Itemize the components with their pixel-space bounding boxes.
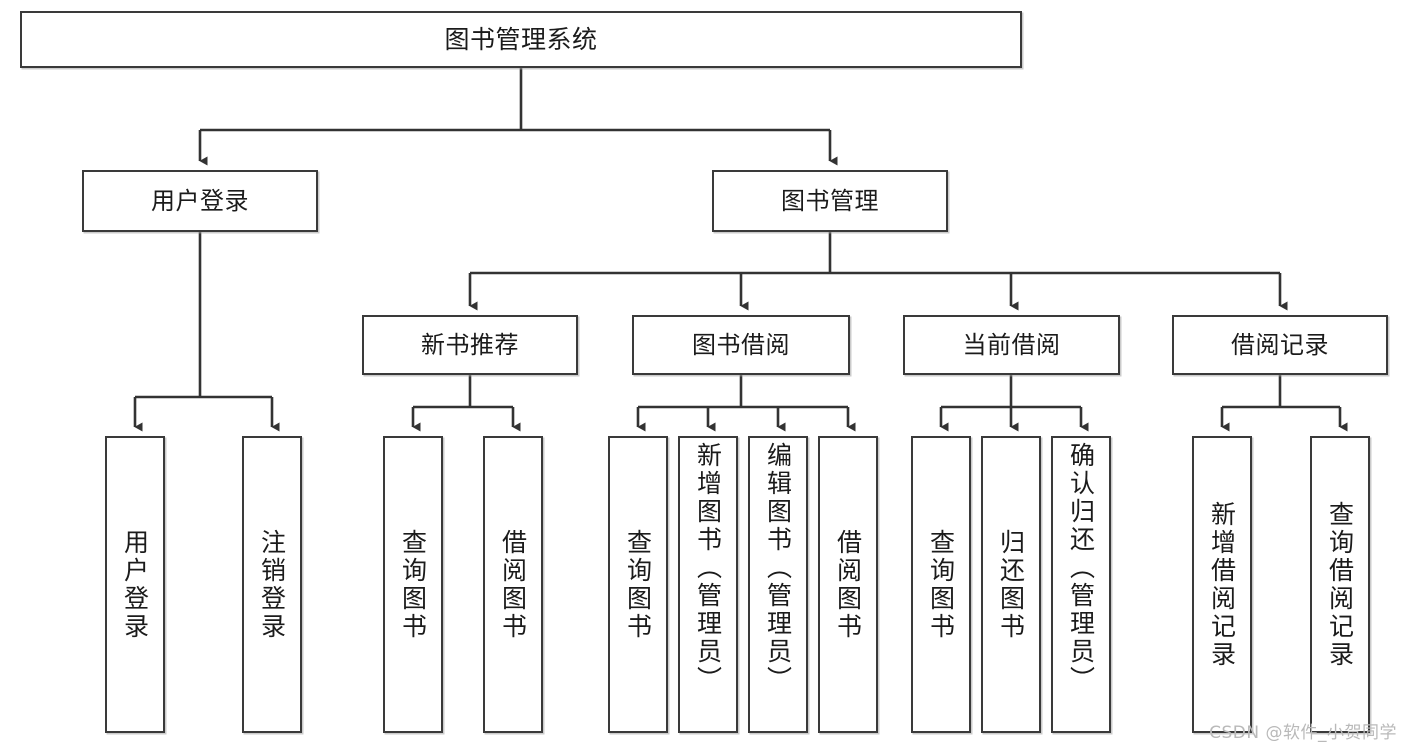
leaf-new-book-borrow[interactable]: 借阅图书	[483, 436, 543, 733]
node-new-book-recommend[interactable]: 新书推荐	[362, 315, 578, 375]
node-book-management[interactable]: 图书管理	[712, 170, 948, 232]
node-label: 当前借阅	[962, 330, 1061, 359]
node-label: 借阅记录	[1231, 330, 1329, 359]
node-label: 确认归还（管理员）	[1066, 442, 1096, 694]
node-label: 借阅图书	[833, 528, 863, 641]
node-user-login[interactable]: 用户登录	[82, 170, 318, 232]
csdn-watermark: CSDN @软件_小贺同学	[1209, 723, 1397, 743]
node-label: 查询借阅记录	[1325, 500, 1355, 669]
node-label: 归还图书	[996, 528, 1026, 641]
node-label: 图书管理系统	[444, 24, 598, 54]
node-root-system[interactable]: 图书管理系统	[20, 11, 1022, 68]
node-current-borrow[interactable]: 当前借阅	[903, 315, 1120, 375]
leaf-current-borrow-confirm-return[interactable]: 确认归还（管理员）	[1051, 436, 1111, 733]
leaf-book-borrow-query[interactable]: 查询图书	[608, 436, 668, 733]
node-label: 注销登录	[257, 528, 287, 641]
leaf-user-login-logout[interactable]: 注销登录	[242, 436, 302, 733]
node-label: 用户登录	[120, 528, 150, 641]
node-label: 编辑图书（管理员）	[763, 442, 793, 694]
leaf-book-borrow-borrow[interactable]: 借阅图书	[818, 436, 878, 733]
node-book-borrow[interactable]: 图书借阅	[632, 315, 850, 375]
node-label: 查询图书	[623, 528, 653, 641]
node-label: 借阅图书	[498, 528, 528, 641]
leaf-new-book-query[interactable]: 查询图书	[383, 436, 443, 733]
node-borrow-record[interactable]: 借阅记录	[1172, 315, 1388, 375]
node-label: 图书管理	[781, 186, 879, 215]
leaf-current-borrow-query[interactable]: 查询图书	[911, 436, 971, 733]
node-label: 新增借阅记录	[1207, 500, 1237, 669]
leaf-borrow-record-add[interactable]: 新增借阅记录	[1192, 436, 1252, 733]
leaf-book-borrow-edit[interactable]: 编辑图书（管理员）	[748, 436, 808, 733]
node-label: 图书借阅	[692, 330, 790, 359]
node-label: 新书推荐	[421, 330, 519, 359]
leaf-current-borrow-return[interactable]: 归还图书	[981, 436, 1041, 733]
node-label: 查询图书	[926, 528, 956, 641]
leaf-user-login-login[interactable]: 用户登录	[105, 436, 165, 733]
node-label: 用户登录	[151, 186, 249, 215]
leaf-borrow-record-query[interactable]: 查询借阅记录	[1310, 436, 1370, 733]
leaf-book-borrow-add[interactable]: 新增图书（管理员）	[678, 436, 738, 733]
node-label: 新增图书（管理员）	[693, 442, 723, 694]
node-label: 查询图书	[398, 528, 428, 641]
